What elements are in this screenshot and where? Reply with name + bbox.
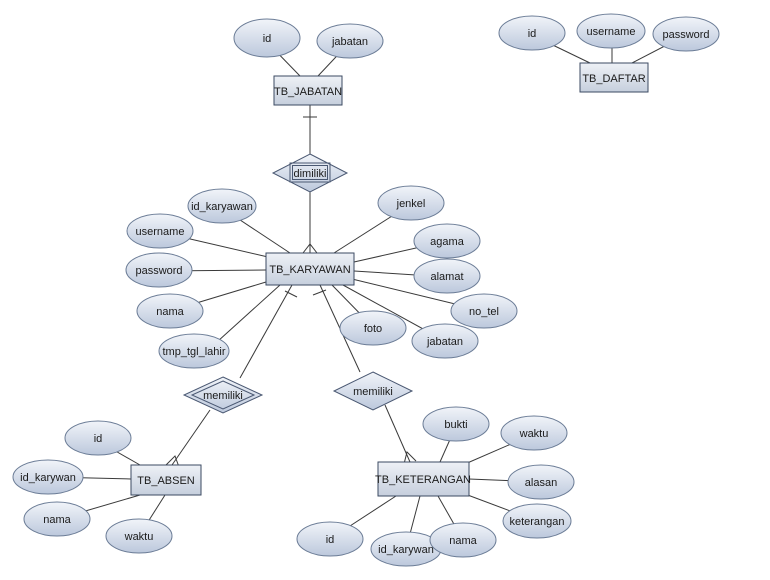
crowsfoot-absen xyxy=(165,455,180,468)
attribute-keterangan-waktu[interactable]: waktu xyxy=(500,415,568,451)
attribute-keterangan-keterangan[interactable]: keterangan xyxy=(502,503,572,539)
attribute-keterangan-id[interactable]: id xyxy=(296,521,364,557)
entity-label: TB_KETERANGAN xyxy=(375,474,471,486)
attribute-label: bukti xyxy=(444,419,467,431)
attribute-label: waktu xyxy=(124,531,154,543)
one-marker-karyawan-keterangan xyxy=(312,289,327,296)
attribute-label: nama xyxy=(156,306,184,318)
attribute-keterangan-nama[interactable]: nama xyxy=(429,522,497,558)
attribute-karyawan-id-karyawan[interactable]: id_karyawan xyxy=(187,188,257,224)
attribute-label: nama xyxy=(43,514,71,526)
attribute-daftar-id[interactable]: id xyxy=(498,15,566,51)
attribute-jabatan-jabatan[interactable]: jabatan xyxy=(316,23,384,59)
attribute-label: keterangan xyxy=(509,516,564,528)
relationship-memiliki-keterangan[interactable]: memiliki xyxy=(332,371,414,411)
attribute-karyawan-jabatan[interactable]: jabatan xyxy=(411,323,479,359)
attribute-karyawan-no-tel[interactable]: no_tel xyxy=(450,293,518,329)
entity-label: TB_DAFTAR xyxy=(582,73,645,85)
entity-label: TB_KARYAWAN xyxy=(269,264,350,276)
attribute-karyawan-nama[interactable]: nama xyxy=(136,293,204,329)
attribute-absen-id[interactable]: id xyxy=(64,420,132,456)
attribute-label: foto xyxy=(364,323,382,335)
attribute-karyawan-foto[interactable]: foto xyxy=(339,310,407,346)
entity-tb-daftar[interactable]: TB_DAFTAR xyxy=(579,62,649,93)
entity-tb-karyawan[interactable]: TB_KARYAWAN xyxy=(265,252,355,286)
attribute-label: no_tel xyxy=(469,306,499,318)
attribute-label: jenkel xyxy=(396,198,426,210)
relationship-memiliki-absen[interactable]: memiliki xyxy=(182,376,264,414)
attribute-label: username xyxy=(136,226,185,238)
cardinality-markers xyxy=(165,116,417,468)
attribute-label: waktu xyxy=(519,428,549,440)
attribute-label: id_karywan xyxy=(20,472,76,484)
attribute-label: id xyxy=(94,433,103,445)
attribute-label: id_karywan xyxy=(378,544,434,556)
entity-tb-jabatan[interactable]: TB_JABATAN xyxy=(273,75,343,106)
relationship-label: memiliki xyxy=(353,386,393,398)
attribute-label: id xyxy=(326,534,335,546)
attribute-karyawan-tmp-tgl-lahir[interactable]: tmp_tgl_lahir xyxy=(158,333,230,369)
attribute-label: jabatan xyxy=(331,36,368,48)
attribute-label: id xyxy=(528,28,537,40)
attribute-karyawan-alamat[interactable]: alamat xyxy=(413,258,481,294)
attribute-label: agama xyxy=(430,236,465,248)
crowsfoot-karyawan-top xyxy=(302,243,318,254)
attribute-karyawan-username[interactable]: username xyxy=(126,213,194,249)
attribute-daftar-username[interactable]: username xyxy=(576,13,646,49)
entity-tb-absen[interactable]: TB_ABSEN xyxy=(130,464,202,496)
attribute-label: jabatan xyxy=(426,336,463,348)
one-marker-karyawan-absen xyxy=(284,290,298,298)
entity-label: TB_JABATAN xyxy=(274,86,342,98)
attribute-jabatan-id[interactable]: id xyxy=(233,18,301,58)
entity-tb-keterangan[interactable]: TB_KETERANGAN xyxy=(375,461,471,497)
relationship-label: memiliki xyxy=(203,390,243,402)
attribute-label: id xyxy=(263,33,272,45)
attribute-absen-waktu[interactable]: waktu xyxy=(105,518,173,554)
attribute-label: tmp_tgl_lahir xyxy=(163,346,226,358)
attribute-label: username xyxy=(587,26,636,38)
attribute-label: alamat xyxy=(430,271,463,283)
attribute-label: id_karyawan xyxy=(191,201,253,213)
attribute-label: password xyxy=(135,265,182,277)
attribute-daftar-password[interactable]: password xyxy=(652,16,720,52)
relationship-dimiliki[interactable]: dimiliki xyxy=(271,153,349,193)
attribute-karyawan-password[interactable]: password xyxy=(125,252,193,288)
attribute-absen-id-karywan[interactable]: id_karywan xyxy=(12,459,84,495)
entity-label: TB_ABSEN xyxy=(137,475,195,487)
attribute-keterangan-bukti[interactable]: bukti xyxy=(422,406,490,442)
attribute-keterangan-alasan[interactable]: alasan xyxy=(507,464,575,500)
attribute-label: alasan xyxy=(525,477,557,489)
crowsfoot-keterangan xyxy=(403,451,417,465)
attribute-karyawan-agama[interactable]: agama xyxy=(413,223,481,259)
attribute-label: nama xyxy=(449,535,477,547)
relationship-label: dimiliki xyxy=(294,168,327,180)
attribute-label: password xyxy=(662,29,709,41)
attribute-absen-nama[interactable]: nama xyxy=(23,501,91,537)
attribute-karyawan-jenkel[interactable]: jenkel xyxy=(377,185,445,221)
